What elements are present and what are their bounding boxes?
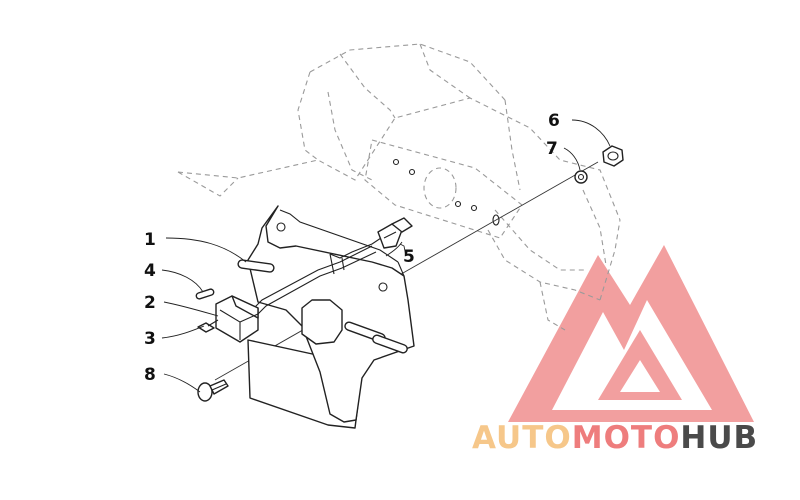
bracket-mount-hole-top xyxy=(276,222,286,232)
vehicle-body-outline xyxy=(177,43,621,331)
wordmark-moto: MOTO xyxy=(572,420,681,456)
logo-inner-hole xyxy=(620,360,660,392)
mounting-bolt xyxy=(197,379,229,402)
callout-labels: 1 2 3 4 5 6 7 8 xyxy=(144,111,560,385)
bracket-slot-lower xyxy=(372,334,408,354)
callout-7: 7 xyxy=(546,139,558,159)
wordmark-auto: AUTO xyxy=(472,420,572,456)
callout-leaders xyxy=(161,119,611,393)
callout-3: 3 xyxy=(144,329,156,349)
leader-2 xyxy=(163,301,219,317)
bracket-bolt-hole xyxy=(492,214,500,226)
assembly-axis-line xyxy=(214,161,599,381)
leader-8 xyxy=(163,373,201,393)
watermark-wordmark: AUTOMOTOHUB xyxy=(472,420,758,456)
lock-nut xyxy=(602,145,624,167)
callout-4: 4 xyxy=(144,261,156,281)
flat-washer xyxy=(574,170,588,184)
bracket-slot-left xyxy=(237,259,275,273)
leader-4 xyxy=(161,269,204,293)
rear-mount-bracket xyxy=(364,139,523,239)
license-plate-bracket xyxy=(237,205,415,423)
bracket-mount-hole-right xyxy=(378,282,388,292)
callout-5: 5 xyxy=(403,247,415,267)
svg-text:AUTOMOTOHUB: AUTOMOTOHUB xyxy=(472,420,758,456)
light-wiring-harness xyxy=(251,235,385,317)
wordmark-hub: HUB xyxy=(680,420,758,456)
leader-7 xyxy=(563,147,581,171)
wiring-connector xyxy=(377,217,413,257)
leader-6 xyxy=(571,119,611,147)
leader-1 xyxy=(165,237,247,263)
light-bulb xyxy=(195,288,215,300)
light-screw xyxy=(197,319,219,333)
callout-8: 8 xyxy=(144,365,156,385)
bracket-center-cutout xyxy=(301,299,343,345)
callout-1: 1 xyxy=(144,230,156,250)
license-plate-light xyxy=(215,295,259,343)
leader-5 xyxy=(385,241,403,257)
callout-2: 2 xyxy=(144,293,156,313)
callout-6: 6 xyxy=(548,111,560,131)
watermark-logo xyxy=(508,245,754,422)
leader-3 xyxy=(161,325,205,339)
